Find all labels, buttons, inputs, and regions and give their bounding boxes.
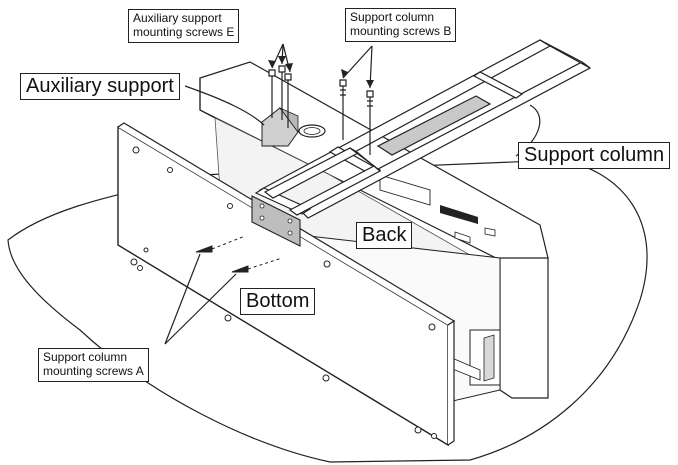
screws-e: [268, 65, 292, 128]
leader-arrowheads: [268, 56, 374, 88]
callout-auxiliary-support-screws-line1: Auxiliary support: [133, 11, 222, 25]
callout-support-column-screws-a: Support column mounting screws A: [38, 348, 149, 382]
cabinet-rear-edge: [199, 78, 216, 119]
screws-b: [339, 79, 374, 155]
callout-support-column-screws-b: Support column mounting screws B: [345, 8, 457, 42]
callout-support-column-screws-a-line1: Support column: [43, 350, 128, 364]
cabinet-right-end: [499, 257, 549, 399]
panel-screws: [130, 146, 437, 439]
callout-auxiliary-support-screws: Auxiliary support mounting screws E: [128, 9, 240, 43]
callout-bottom: Bottom: [240, 288, 316, 315]
column-bracket: [263, 147, 382, 216]
callout-support-column-screws-a-line2: mounting screws A: [43, 363, 144, 378]
screws-a: [195, 235, 283, 273]
callout-support-column-screws-b-line2: mounting screws B: [350, 23, 452, 38]
callout-auxiliary-support-screws-line2: mounting screws E: [133, 24, 235, 39]
cable-hole: [298, 124, 326, 138]
callout-support-column-screws-b-line1: Support column: [350, 10, 435, 24]
callout-support-column: Support column: [518, 142, 671, 169]
auxiliary-support-block: [261, 107, 299, 147]
callout-back: Back: [356, 222, 413, 249]
callout-auxiliary-support: Auxiliary support: [20, 73, 180, 100]
